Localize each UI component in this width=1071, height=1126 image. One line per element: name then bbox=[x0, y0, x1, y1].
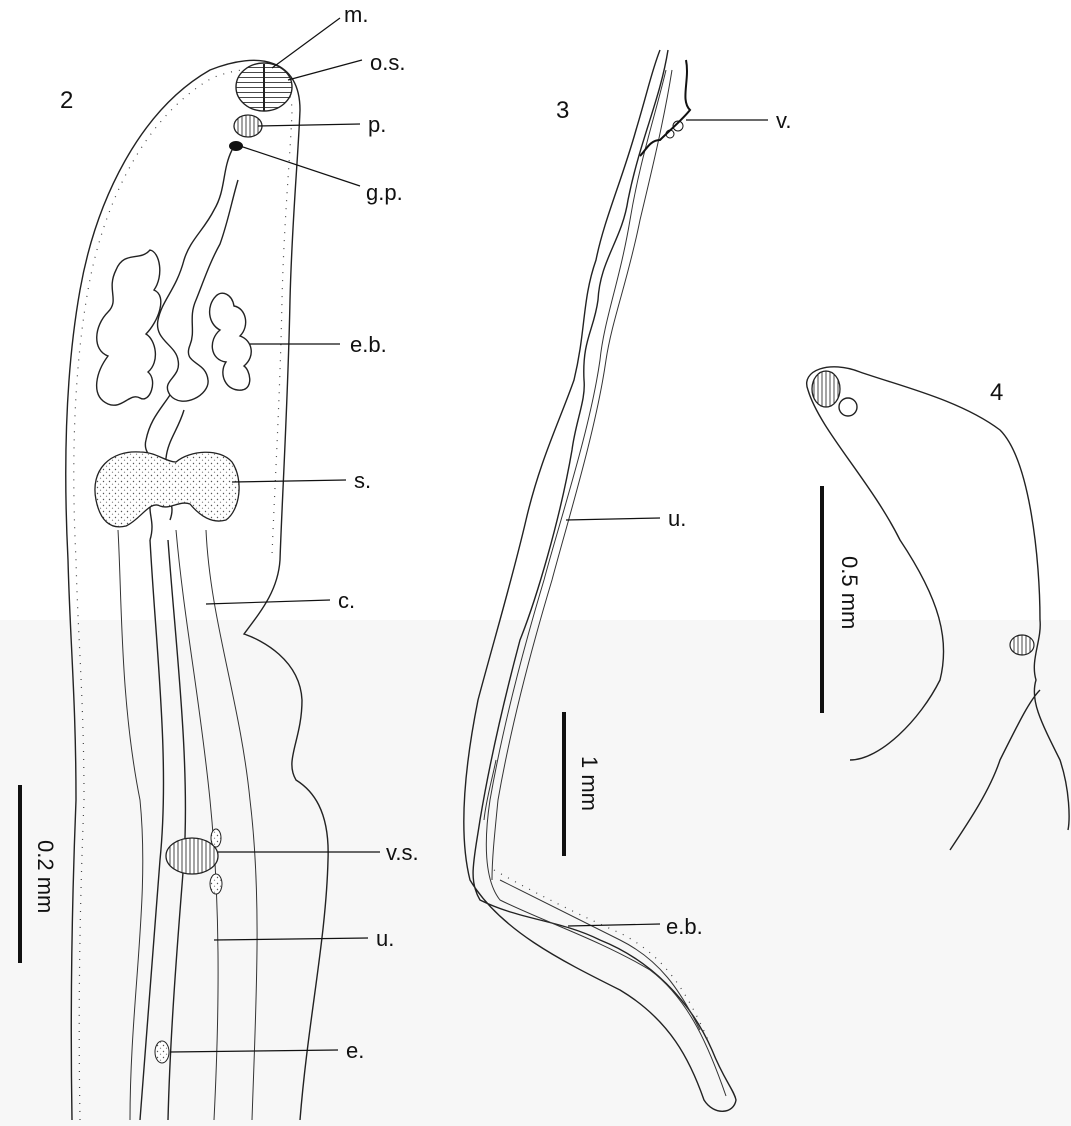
fig2-egg-bundle-left bbox=[97, 250, 161, 405]
leader-gp bbox=[240, 146, 360, 186]
figure-4: 4 0.5 mm bbox=[807, 367, 1069, 850]
figure-2: 2 bbox=[20, 2, 419, 1120]
label-e: e. bbox=[346, 1038, 364, 1063]
leader-u3 bbox=[566, 518, 660, 520]
fig2-scale-label: 0.2 mm bbox=[33, 840, 58, 913]
fig4-oral-sucker bbox=[812, 371, 840, 407]
figure-3-number: 3 bbox=[556, 97, 569, 124]
fig2-s-lobes bbox=[95, 452, 239, 527]
label-v: v. bbox=[776, 108, 791, 133]
label-p: p. bbox=[368, 112, 386, 137]
label-m: m. bbox=[344, 2, 368, 27]
label-vs: v.s. bbox=[386, 840, 419, 865]
leader-m bbox=[272, 18, 340, 68]
fig2-caecum-right bbox=[206, 530, 257, 1120]
pharynx-shape bbox=[234, 115, 262, 137]
leader-p bbox=[258, 124, 360, 126]
fig2-uterus-upper bbox=[158, 150, 238, 401]
label-os: o.s. bbox=[370, 50, 405, 75]
label-u: u. bbox=[376, 926, 394, 951]
label-eb: e.b. bbox=[350, 332, 387, 357]
ventral-sucker-shape bbox=[166, 838, 218, 874]
label-gp: g.p. bbox=[366, 180, 403, 205]
fig2-uterus-lower bbox=[140, 540, 185, 1120]
fig4-pharynx bbox=[839, 398, 857, 416]
fig3-scale-label: 1 mm bbox=[577, 756, 602, 811]
fig2-egg-small-1 bbox=[211, 829, 221, 847]
label-s: s. bbox=[354, 468, 371, 493]
fig3-egg-bundle-dots bbox=[494, 870, 708, 1040]
leader-u bbox=[214, 938, 368, 940]
fig2-egg bbox=[155, 1041, 169, 1063]
fig2-caecum-inner bbox=[176, 530, 218, 1120]
leader-s bbox=[232, 480, 346, 482]
label-c: c. bbox=[338, 588, 355, 613]
fig3-egg-bundle bbox=[500, 880, 700, 1030]
leader-eb3 bbox=[568, 924, 660, 926]
figure-4-number: 4 bbox=[990, 379, 1003, 406]
fig2-body-outline bbox=[66, 60, 328, 1120]
fig4-ventral-sucker bbox=[1010, 635, 1034, 655]
figure-2-number: 2 bbox=[60, 87, 73, 114]
fig2-egg-small-2 bbox=[210, 874, 222, 894]
fig2-egg-bundle-right bbox=[210, 293, 252, 390]
fig3-body-outline bbox=[464, 50, 736, 1111]
fig2-caecum-left bbox=[118, 530, 143, 1120]
fig4-scale-label: 0.5 mm bbox=[837, 556, 862, 629]
label-u3: u. bbox=[668, 506, 686, 531]
figure-3: 3 v. u. e.b. 1 mm bbox=[464, 50, 792, 1111]
leader-os bbox=[288, 60, 362, 80]
label-eb3: e.b. bbox=[666, 914, 703, 939]
